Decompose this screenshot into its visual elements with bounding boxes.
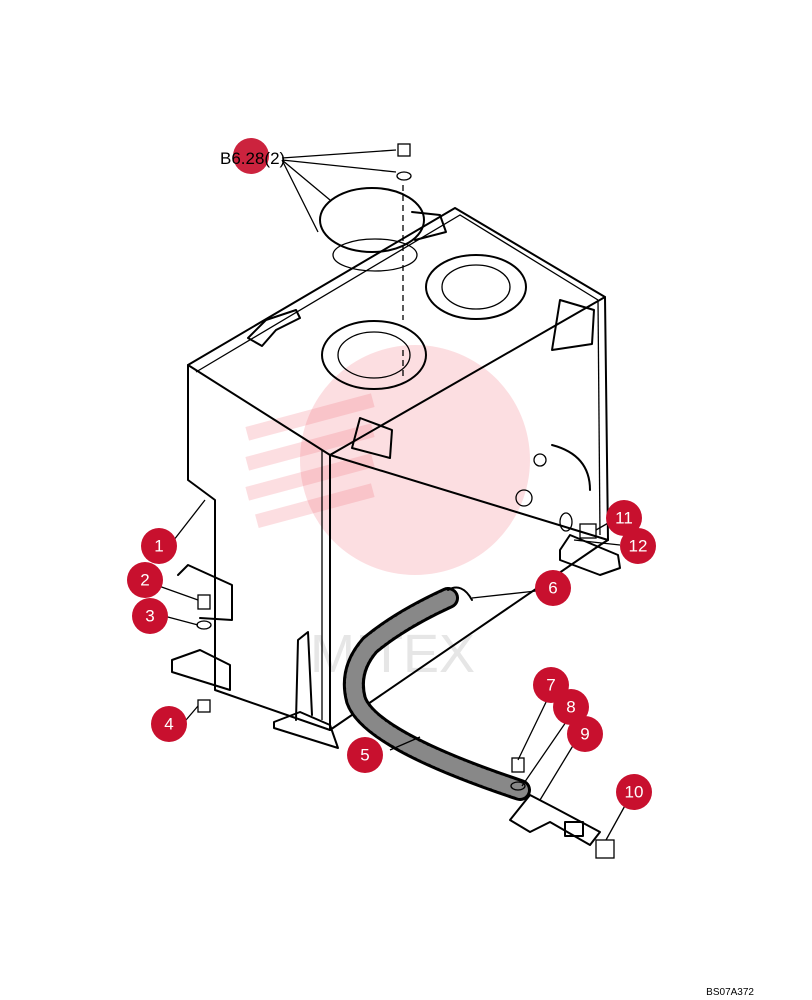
callout-badge[interactable] xyxy=(606,500,642,536)
reference-badge xyxy=(233,138,269,174)
plug-11 xyxy=(579,523,597,539)
callout-badge[interactable] xyxy=(347,737,383,773)
callout-2[interactable]: 2 xyxy=(127,562,163,598)
callout-label: 10 xyxy=(625,783,644,802)
seal-12 xyxy=(559,512,573,532)
bolt-2 xyxy=(197,594,211,610)
cover-bolt xyxy=(396,143,412,181)
callout-label: 4 xyxy=(164,715,173,734)
callout-12[interactable]: 12 xyxy=(620,528,656,564)
callout-label: 9 xyxy=(580,725,589,744)
callout-1[interactable]: 1 xyxy=(141,528,177,564)
drawing-code: BS07A372 xyxy=(706,987,754,998)
hose xyxy=(342,586,601,846)
callout-3[interactable]: 3 xyxy=(132,598,168,634)
callout-badge[interactable] xyxy=(141,528,177,564)
callout-10[interactable]: 10 xyxy=(616,774,652,810)
cover-plate xyxy=(319,185,447,380)
bolt-7 xyxy=(511,757,525,773)
hydraulic-tank xyxy=(171,207,621,749)
callout-label: 3 xyxy=(145,607,154,626)
callout-6[interactable]: 6 xyxy=(535,570,571,606)
reference-label: B6.28(2) xyxy=(220,149,285,168)
callout-label: 12 xyxy=(629,537,648,556)
callout-5[interactable]: 5 xyxy=(347,737,383,773)
callout-label: 5 xyxy=(360,746,369,765)
callout-badge[interactable] xyxy=(567,716,603,752)
watermark-logo xyxy=(245,345,530,575)
plug-10 xyxy=(595,839,615,859)
callout-label: 11 xyxy=(615,509,633,528)
callout-4[interactable]: 4 xyxy=(151,706,187,742)
washer-3 xyxy=(196,620,212,630)
callout-badge[interactable] xyxy=(616,774,652,810)
callout-badge[interactable] xyxy=(620,528,656,564)
callout-label: 2 xyxy=(140,571,149,590)
callout-8[interactable]: 8 xyxy=(553,689,589,725)
nut-4 xyxy=(197,699,211,713)
callout-label: 6 xyxy=(548,579,557,598)
callout-badge[interactable] xyxy=(151,706,187,742)
callout-label: 8 xyxy=(566,698,575,717)
callout-badge[interactable] xyxy=(535,570,571,606)
callout-11[interactable]: 11 xyxy=(606,500,642,536)
callout-label: 7 xyxy=(546,676,555,695)
callout-label: 1 xyxy=(154,537,163,556)
callout-badge[interactable] xyxy=(127,562,163,598)
callout-badge[interactable] xyxy=(553,689,589,725)
callout-9[interactable]: 9 xyxy=(567,716,603,752)
washer-8 xyxy=(510,781,526,791)
callout-badge[interactable] xyxy=(132,598,168,634)
